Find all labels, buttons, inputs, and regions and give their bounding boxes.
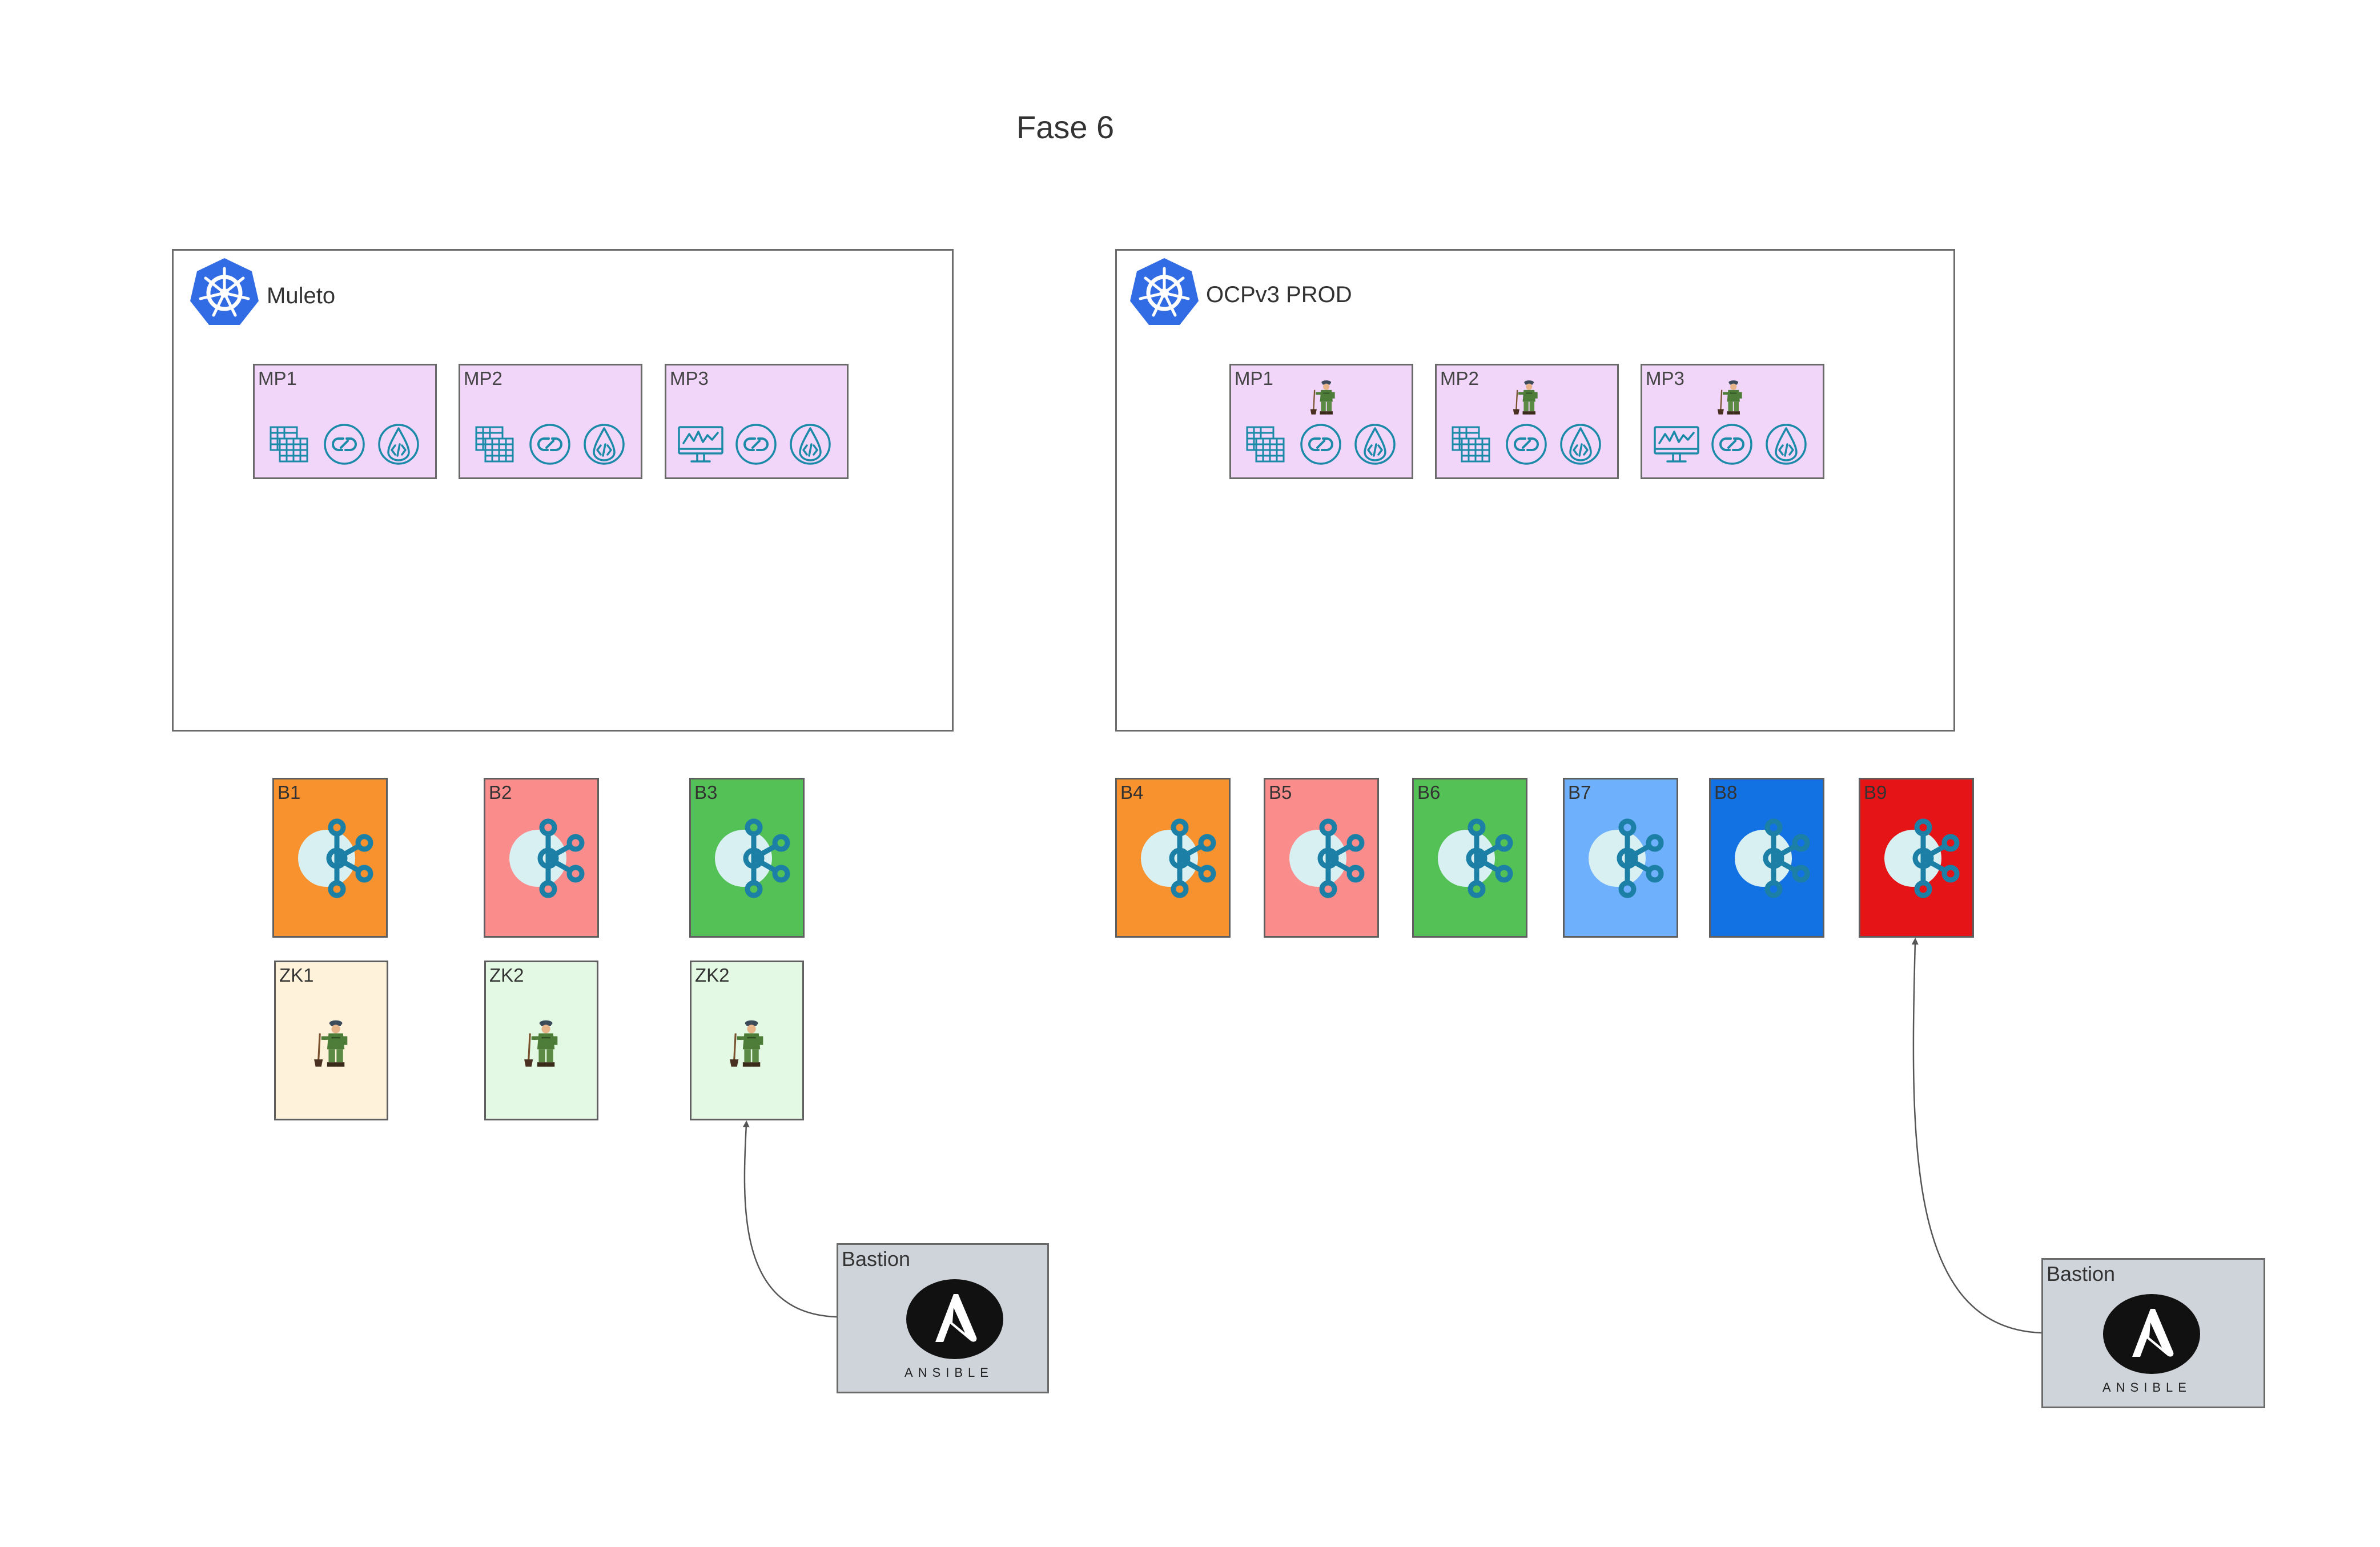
broker-b3[interactable]: B3 [689,778,805,938]
broker-label: B4 [1120,782,1144,803]
zookeeper-zk2[interactable]: ZK2 [484,961,598,1120]
cluster-muleto[interactable] [172,249,954,732]
cluster-label-ocpv3-prod: OCPv3 PROD [1206,282,1352,307]
connector-bastion-to-b9 [1911,938,2042,1334]
zookeeper-zk1[interactable]: ZK1 [274,961,388,1120]
pod-label: MP3 [1646,368,1685,389]
broker-b1[interactable]: B1 [272,778,388,938]
cluster-ocpv3-prod[interactable] [1115,249,1955,732]
diagram-title: Fase 6 [1016,109,1115,145]
broker-b4[interactable]: B4 [1115,778,1231,938]
bastion-label: Bastion [842,1247,911,1271]
pod-mp1[interactable]: MP1 [1229,364,1413,479]
ansible-logo-text: ANSIBLE [904,1365,994,1380]
bastion-label: Bastion [2047,1262,2116,1285]
pod-mp1[interactable]: MP1 [253,364,437,479]
zookeeper-label: ZK2 [489,965,524,986]
bastion-node[interactable]: Bastion ANSIBLE [837,1243,1049,1393]
pod-mp2[interactable]: MP2 [459,364,642,479]
broker-label: B8 [1714,782,1738,803]
broker-b9[interactable]: B9 [1859,778,1974,938]
zookeeper-label: ZK1 [279,965,314,986]
broker-label: B7 [1568,782,1591,803]
pod-mp2[interactable]: MP2 [1435,364,1619,479]
broker-b7[interactable]: B7 [1563,778,1678,938]
pod-label: MP3 [670,368,709,389]
broker-label: B9 [1864,782,1887,803]
connector-bastion-to-zk2 [742,1120,837,1318]
broker-b2[interactable]: B2 [484,778,599,938]
broker-label: B2 [489,782,512,803]
pod-label: MP2 [1440,368,1479,389]
broker-label: B1 [278,782,301,803]
bastion-node[interactable]: Bastion ANSIBLE [2041,1258,2265,1408]
broker-b5[interactable]: B5 [1264,778,1379,938]
zookeeper-zk2-b[interactable]: ZK2 [690,961,804,1120]
pod-mp3[interactable]: MP3 [1641,364,1824,479]
ansible-icon [904,1278,1005,1364]
broker-b8[interactable]: B8 [1709,778,1824,938]
cluster-label-muleto: Muleto [267,283,336,308]
pod-label: MP1 [1235,368,1273,389]
zookeeper-label: ZK2 [695,965,730,986]
pod-mp3[interactable]: MP3 [665,364,849,479]
broker-label: B3 [694,782,718,803]
broker-b6[interactable]: B6 [1412,778,1527,938]
pod-label: MP2 [464,368,502,389]
ansible-icon [2101,1293,2202,1379]
broker-label: B6 [1417,782,1441,803]
ansible-logo-text: ANSIBLE [2102,1380,2192,1395]
pod-label: MP1 [258,368,297,389]
broker-label: B5 [1269,782,1292,803]
